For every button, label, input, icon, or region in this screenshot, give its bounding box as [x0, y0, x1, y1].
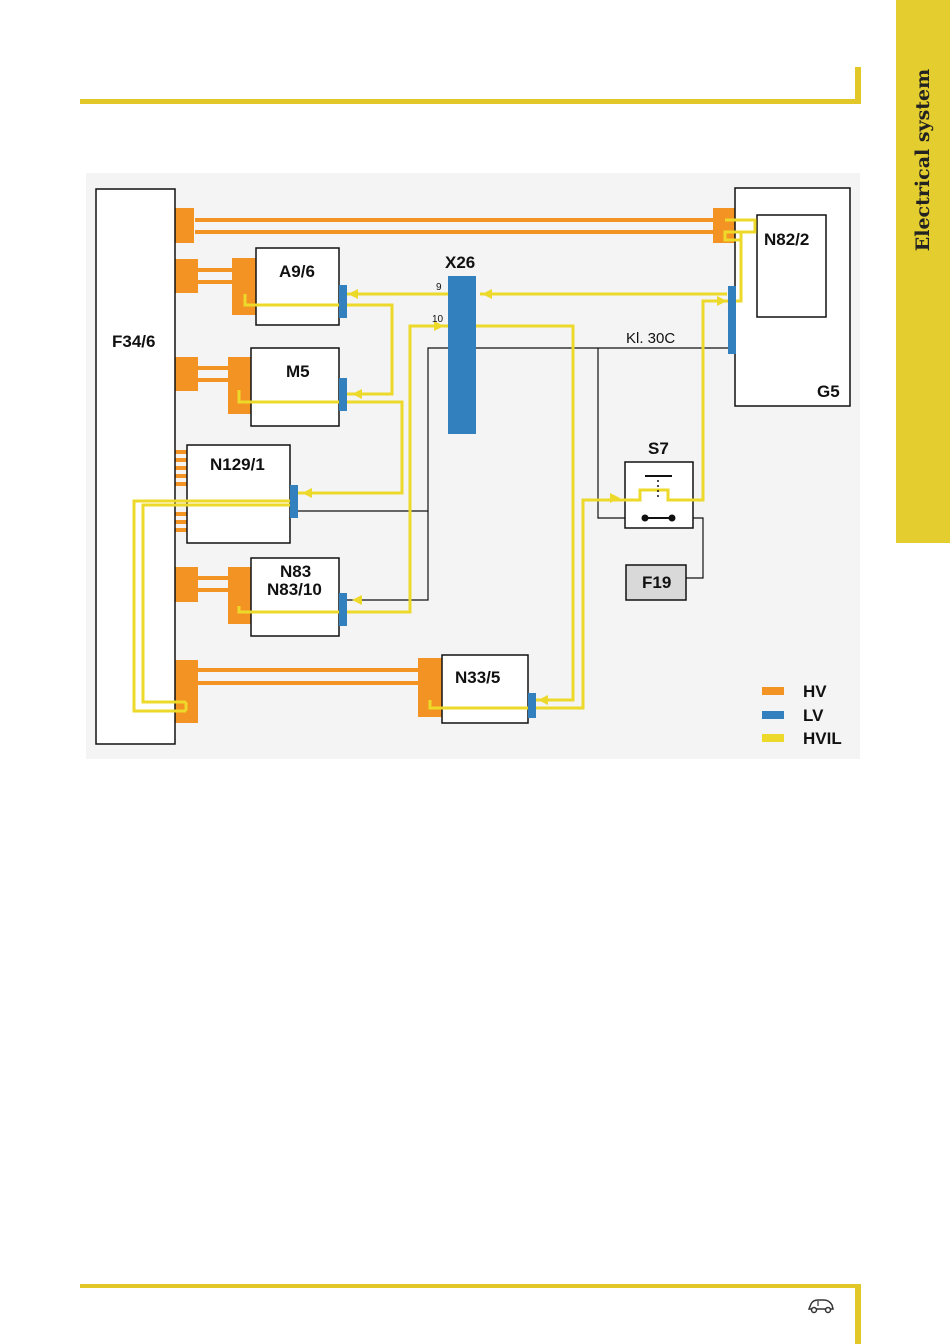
lv-connector-m5 — [339, 378, 347, 411]
kl30c-label: Kl. 30C — [626, 330, 675, 347]
hv-connector-f34-top — [175, 208, 194, 243]
hv-connector-n129-a — [175, 450, 187, 454]
hv-connector-n129-f — [175, 512, 187, 516]
hv-connector-f34-n83 — [175, 567, 198, 602]
g5-label: G5 — [817, 382, 840, 401]
a9-6-box — [256, 248, 339, 325]
hv-connector-n129-e — [175, 482, 187, 486]
x26-label: X26 — [445, 253, 475, 272]
hv-connector-n129-c — [175, 466, 187, 470]
hv-connector-f34-m5 — [175, 357, 198, 391]
hv-connector-n129-g — [175, 520, 187, 524]
x26-pin-9-label: 9 — [436, 282, 442, 293]
s7-label: S7 — [648, 439, 669, 458]
legend-hvil-label: HVIL — [803, 729, 842, 748]
footer-rule-end — [855, 1284, 861, 1344]
f19-label: F19 — [642, 573, 671, 592]
f34-6-label: F34/6 — [112, 332, 155, 351]
legend: HV LV HVIL — [762, 682, 842, 748]
n33-5-box — [442, 655, 528, 723]
lv-connector-n129 — [290, 485, 298, 518]
x26-pin-10-label: 10 — [432, 314, 444, 325]
m5-label: M5 — [286, 362, 310, 381]
hv-connector-n129-b — [175, 458, 187, 462]
lv-connector-a9 — [339, 285, 347, 318]
lv-connector-g5 — [728, 286, 736, 354]
x26-connector — [448, 276, 476, 434]
legend-lv-label: LV — [803, 706, 824, 725]
m5-box — [251, 348, 339, 426]
n83-label: N83 — [280, 562, 311, 581]
legend-hvil-swatch — [762, 734, 784, 742]
n82-2-label: N82/2 — [764, 230, 809, 249]
hv-connector-f34-n33 — [175, 660, 198, 723]
hv-connector-n129-d — [175, 474, 187, 478]
hv-connector-n83 — [228, 567, 251, 624]
hv-connector-f34-a9 — [175, 259, 198, 293]
n83-10-label: N83/10 — [267, 580, 322, 599]
hv-connector-m5 — [228, 357, 251, 414]
n129-1-label: N129/1 — [210, 455, 265, 474]
a9-6-label: A9/6 — [279, 262, 315, 281]
legend-hv-swatch — [762, 687, 784, 695]
lv-connector-n33 — [528, 693, 536, 718]
hv-connector-n129-h — [175, 528, 187, 532]
lv-connector-n83 — [339, 593, 347, 626]
n33-5-label: N33/5 — [455, 668, 500, 687]
car-icon — [806, 1296, 836, 1316]
legend-hv-label: HV — [803, 682, 827, 701]
footer-rule — [80, 1284, 861, 1288]
legend-lv-swatch — [762, 711, 784, 719]
